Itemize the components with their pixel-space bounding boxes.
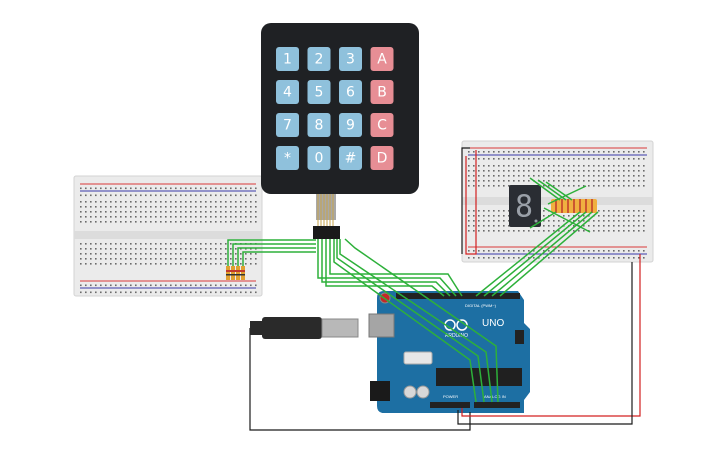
breadboard-left[interactable]: [73, 175, 263, 297]
keypad-key-label: 8: [315, 118, 324, 134]
keypad-key-label: 2: [315, 52, 324, 68]
keypad-key-6[interactable]: [339, 80, 362, 104]
keypad-key-3[interactable]: [339, 47, 362, 71]
keypad-key-label: *: [284, 151, 291, 167]
keypad-key-label: B: [377, 85, 387, 101]
arduino-brand-text: ARDUINO: [445, 333, 468, 339]
keypad-key-label: 6: [346, 85, 355, 101]
signal-wires[interactable]: [227, 177, 599, 403]
arduino-atmega-chip: [436, 368, 522, 386]
keypad-key-7[interactable]: [276, 113, 299, 137]
keypad-key-5[interactable]: [307, 80, 331, 104]
keypad-connector[interactable]: [313, 226, 340, 239]
resistor-array-left[interactable]: [226, 266, 245, 280]
breadboard-right-holes: [468, 151, 645, 259]
keypad-key-8[interactable]: [307, 113, 331, 137]
arduino-analog-header: [474, 402, 520, 408]
keypad-key-9[interactable]: [339, 113, 362, 137]
keypad-key-label: 0: [315, 151, 324, 167]
keypad-key-0[interactable]: [307, 146, 331, 170]
resistor-array-right[interactable]: [551, 199, 597, 213]
keypad-key-label: 1: [283, 52, 292, 68]
keypad-key-label: 3: [346, 52, 355, 68]
breadboard-left-holes: [80, 187, 257, 294]
arduino-digital-label: DIGITAL (PWM~): [465, 303, 497, 308]
seven-segment-digit: 8: [515, 190, 533, 225]
keypad-key-b[interactable]: [370, 80, 394, 104]
arduino-usb-port[interactable]: [368, 313, 395, 338]
keypad-key-c[interactable]: [370, 113, 394, 137]
usb-cable[interactable]: [249, 317, 471, 431]
keypad-4x4[interactable]: 1 2 3 A 4 5 6 B 7 8 9 C * 0 # D: [261, 23, 419, 239]
keypad-key-2[interactable]: [307, 47, 331, 71]
arduino-power-jack[interactable]: [370, 381, 390, 401]
keypad-key-label: D: [377, 151, 388, 167]
arduino-digital-header: [396, 293, 520, 299]
power-wires[interactable]: [461, 150, 641, 417]
seven-segment-display[interactable]: 8: [509, 185, 541, 227]
keypad-key-star[interactable]: [276, 146, 299, 170]
keypad-key-label: A: [377, 52, 387, 68]
keypad-key-a[interactable]: [370, 47, 394, 71]
keypad-pins: [317, 194, 334, 228]
arduino-power-label: POWER: [443, 394, 458, 399]
arduino-power-header: [430, 402, 470, 408]
keypad-key-d[interactable]: [370, 146, 394, 170]
keypad-key-label: 4: [283, 85, 292, 101]
arduino-icsp-header: [515, 330, 524, 344]
keypad-key-label: C: [377, 118, 387, 134]
keypad-key-label: #: [345, 151, 357, 167]
keypad-keys: 1 2 3 A 4 5 6 B 7 8 9 C * 0 # D: [276, 47, 394, 170]
arduino-uno-text: UNO: [482, 318, 504, 329]
ground-wires[interactable]: [457, 147, 633, 425]
keypad-key-label: 5: [315, 85, 324, 101]
keypad-key-1[interactable]: [276, 47, 299, 71]
keypad-key-4[interactable]: [276, 80, 299, 104]
arduino-uno-board[interactable]: UNO ARDUINO DIGITAL (PWM~) ANALOG IN POW…: [368, 291, 530, 413]
keypad-key-label: 7: [283, 118, 292, 134]
keypad-key-label: 9: [346, 118, 355, 134]
arduino-analog-label: ANALOG IN: [484, 394, 506, 399]
keypad-key-hash[interactable]: [339, 146, 362, 170]
